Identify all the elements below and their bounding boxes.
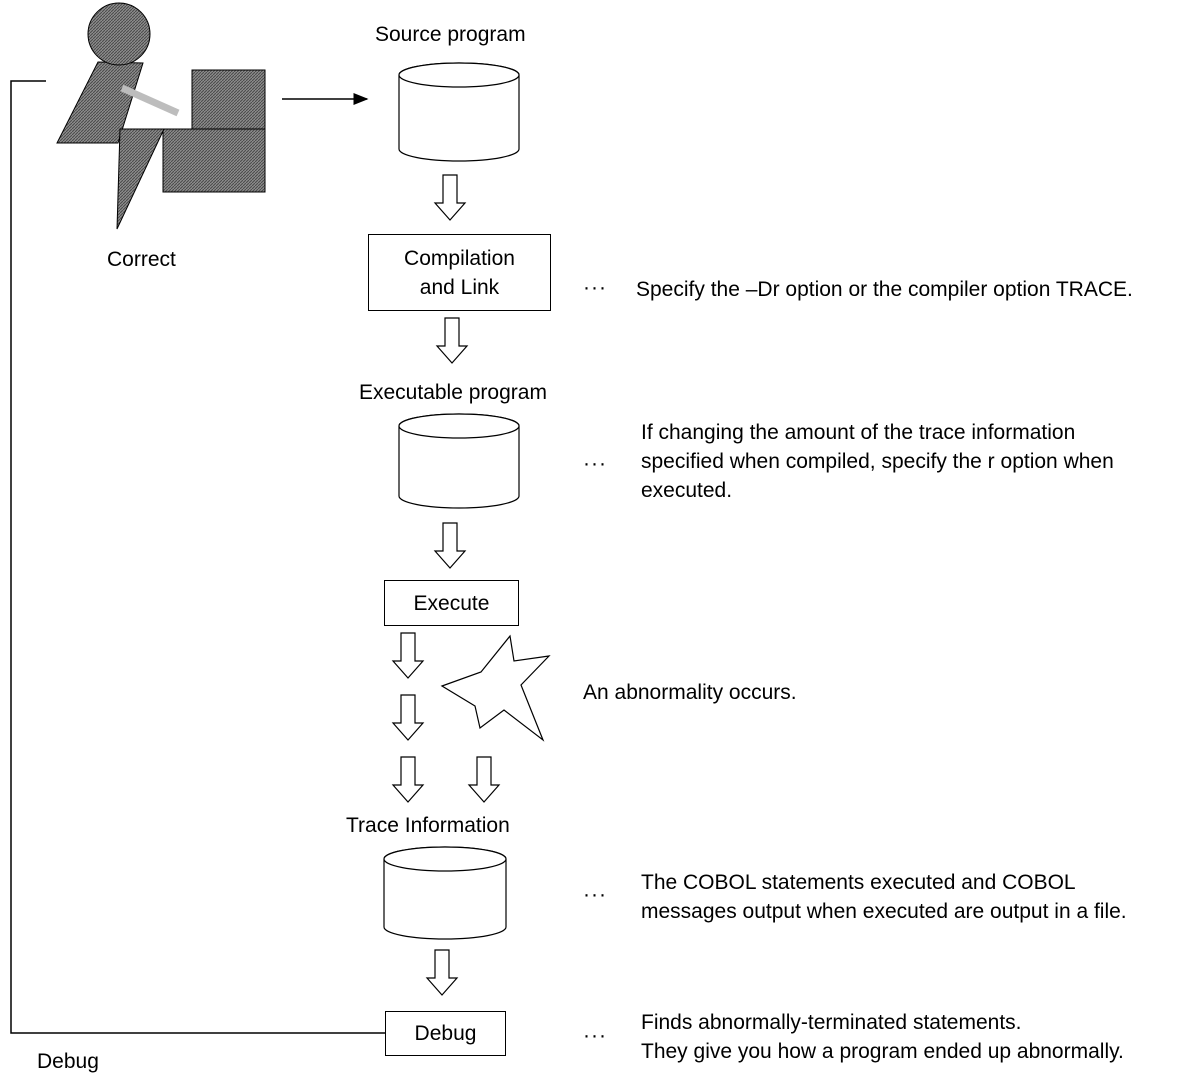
note-abnormality: An abnormality occurs. bbox=[583, 681, 797, 704]
ellipsis-compile: ··· bbox=[583, 276, 607, 299]
source-program-label: Source program bbox=[375, 23, 526, 46]
person-at-computer-icon bbox=[56, 2, 266, 230]
ellipsis-trace: ··· bbox=[583, 883, 607, 906]
down-arrow-icon bbox=[433, 522, 467, 569]
down-arrow-icon bbox=[425, 949, 459, 996]
execute-box: Execute bbox=[384, 580, 519, 626]
debug-feedback-line bbox=[10, 80, 385, 1034]
ellipsis-debug: ··· bbox=[583, 1024, 607, 1047]
ellipsis-executable: ··· bbox=[583, 452, 607, 475]
note-trace: The COBOL statements executed and COBOL … bbox=[641, 871, 1127, 923]
down-arrow-icon bbox=[391, 756, 425, 803]
down-arrow-icon bbox=[391, 694, 425, 741]
correct-label: Correct bbox=[107, 248, 176, 271]
note-debug: Finds abnormally-terminated statements. … bbox=[641, 1011, 1124, 1063]
abnormality-star-icon bbox=[440, 634, 551, 742]
down-arrow-icon bbox=[433, 174, 467, 221]
source-program-cylinder bbox=[398, 62, 520, 162]
flow-arrows bbox=[391, 174, 501, 996]
note-compile: Specify the –Dr option or the compiler o… bbox=[636, 278, 1133, 301]
down-arrow-icon bbox=[435, 317, 469, 364]
trace-information-label: Trace Information bbox=[346, 814, 510, 837]
executable-program-cylinder bbox=[398, 413, 520, 509]
debug-caption-label: Debug bbox=[37, 1050, 99, 1073]
down-arrow-icon bbox=[391, 632, 425, 679]
down-arrow-icon bbox=[467, 756, 501, 803]
debug-box: Debug bbox=[385, 1011, 506, 1056]
compilation-and-link-box: Compilation and Link bbox=[368, 234, 551, 311]
trace-information-cylinder bbox=[383, 846, 507, 940]
executable-program-label: Executable program bbox=[359, 381, 547, 404]
note-executable: If changing the amount of the trace info… bbox=[641, 421, 1114, 502]
